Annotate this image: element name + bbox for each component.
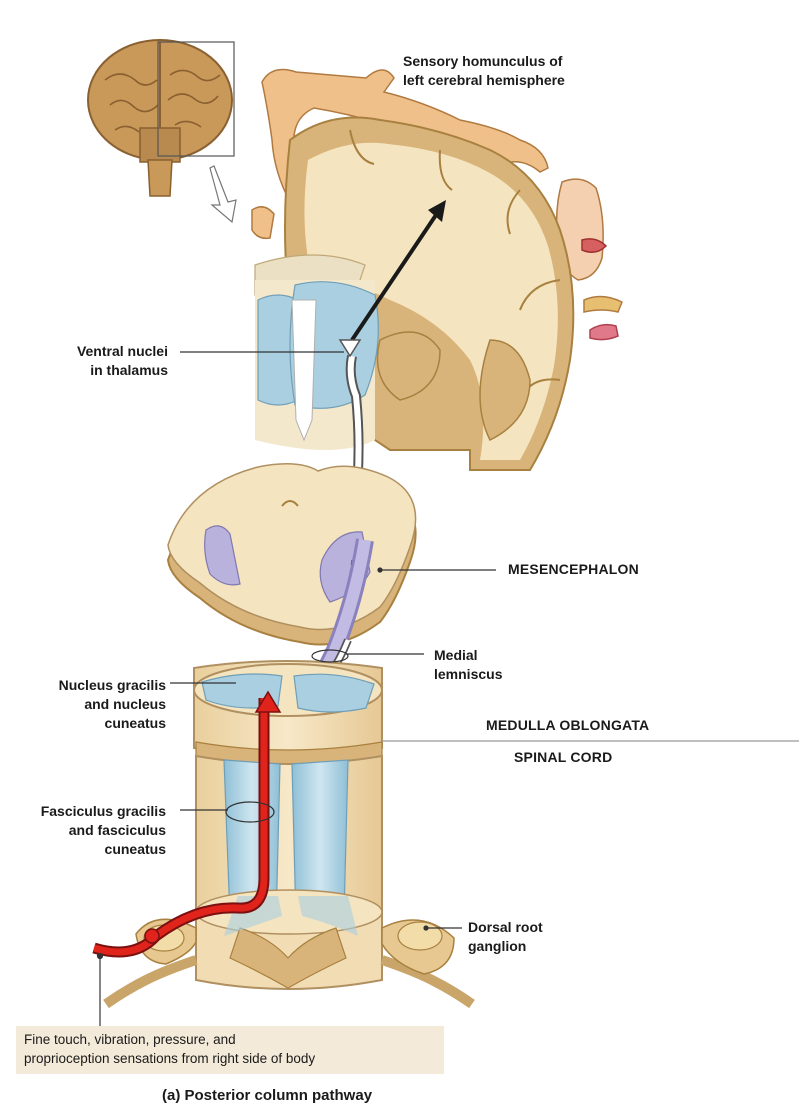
medulla-oblongata <box>194 661 382 764</box>
fasciculus-label-line1: Fasciculus gracilis <box>41 802 166 821</box>
medial-lemniscus-label-line1: Medial <box>434 646 478 665</box>
sensations-label-line2: proprioception sensations from right sid… <box>24 1049 315 1068</box>
nucleus-label-line2: and nucleus <box>84 695 166 714</box>
thalamus-label-line1: Ventral nuclei <box>77 342 168 361</box>
spinal-cord <box>106 756 472 1004</box>
brain-icon <box>88 40 236 222</box>
sensations-label-line1: Fine touch, vibration, pressure, and <box>24 1030 236 1049</box>
dorsal-root-label-line2: ganglion <box>468 937 526 956</box>
fasciculus-label-line2: and fasciculus <box>69 821 166 840</box>
homunculus-label-line1: Sensory homunculus of <box>403 52 562 71</box>
dorsal-root-label-line1: Dorsal root <box>468 918 543 937</box>
medulla-label: MEDULLA OBLONGATA <box>486 716 649 735</box>
nucleus-label-line1: Nucleus gracilis <box>59 676 166 695</box>
nucleus-label-line3: cuneatus <box>105 714 166 733</box>
spinal-cord-label: SPINAL CORD <box>514 748 612 767</box>
mesencephalon <box>168 464 416 645</box>
medial-lemniscus-label-line2: lemniscus <box>434 665 502 684</box>
mesencephalon-label: MESENCEPHALON <box>508 560 639 579</box>
figure-caption: (a) Posterior column pathway <box>162 1086 372 1105</box>
cerebral-hemisphere <box>255 118 573 471</box>
fasciculus-label-line3: cuneatus <box>105 840 166 859</box>
homunculus-label-line2: left cerebral hemisphere <box>403 71 565 90</box>
thalamus-label-line2: in thalamus <box>90 361 168 380</box>
